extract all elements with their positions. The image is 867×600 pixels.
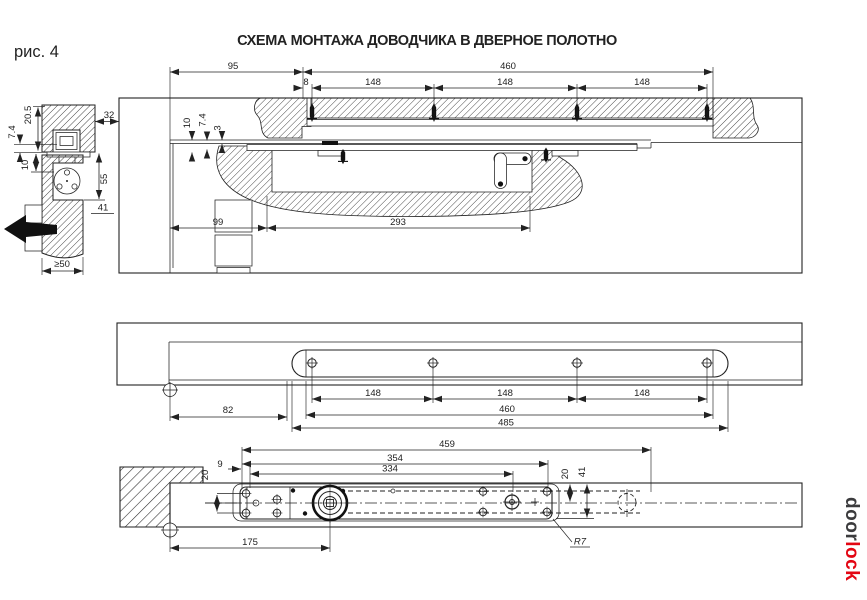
dim-9: 9 xyxy=(217,459,222,470)
rail-inner xyxy=(59,136,74,146)
section-view: 95 460 8 148 148 148 10 7.4 3 99 293 xyxy=(118,61,803,274)
leaf-plan-outline xyxy=(169,482,803,528)
frame-hatch xyxy=(254,97,759,139)
plan-extension-lines xyxy=(169,368,729,432)
dim-460: 460 xyxy=(500,61,516,72)
frame-plan-outline xyxy=(116,322,803,386)
dim-175: 175 xyxy=(242,537,258,548)
plan-dimension-lines xyxy=(170,395,728,432)
dim-460-plan: 460 xyxy=(499,404,515,415)
dim-148-p1: 148 xyxy=(365,388,381,399)
dim-20-5: 20.5 xyxy=(23,106,34,125)
dim-7-4: 7.4 xyxy=(198,113,209,126)
section-dimension-lines xyxy=(170,68,713,232)
dim-20-body-right: 20 xyxy=(560,469,571,480)
dim-99: 99 xyxy=(213,217,224,228)
dim-min-50: ≥50 xyxy=(54,259,70,270)
dim-7-4-left: 7.4 xyxy=(7,125,18,138)
dim-485: 485 xyxy=(498,418,514,429)
dim-10-left: 10 xyxy=(20,160,31,171)
dim-55: 55 xyxy=(99,174,110,185)
dim-95: 95 xyxy=(228,61,239,72)
dim-3: 3 xyxy=(213,125,224,130)
dim-293: 293 xyxy=(390,217,406,228)
closer-arm xyxy=(493,152,532,189)
rail-end-section xyxy=(55,132,78,150)
slide-rail-section xyxy=(306,119,714,127)
page-title: СХЕМА МОНТАЖА ДОВОДЧИКА В ДВЕРНОЕ ПОЛОТН… xyxy=(237,33,617,49)
dim-148-p3: 148 xyxy=(634,388,650,399)
brand-logo: doorlock xyxy=(841,497,862,581)
door-leaf-top-edge xyxy=(169,139,802,273)
dim-354: 354 xyxy=(387,453,403,464)
dim-10: 10 xyxy=(182,118,193,129)
opening-direction-arrow xyxy=(4,215,57,243)
dim-148-2: 148 xyxy=(497,77,513,88)
valve-wheel xyxy=(503,493,521,511)
left-detail-view: 20.5 7.4 10 32 55 41 ≥50 xyxy=(4,104,119,275)
plan-view: 82 148 148 148 460 485 xyxy=(116,322,803,432)
figure-label: рис. 4 xyxy=(14,43,59,61)
hinge-axis-marker xyxy=(162,382,178,398)
dim-459: 459 xyxy=(439,439,455,450)
hidden-arm-channel xyxy=(348,488,640,517)
channel-tab-right xyxy=(551,150,579,157)
mortise-pocket-outline xyxy=(232,483,560,522)
dim-334: 334 xyxy=(382,464,398,475)
dim-148-3: 148 xyxy=(634,77,650,88)
dim-148-1: 148 xyxy=(365,77,381,88)
slider-block xyxy=(322,141,338,145)
dim-20-body-left: 20 xyxy=(200,470,211,481)
body-extension-lines xyxy=(169,447,652,552)
leaf-plan-edges xyxy=(168,341,802,385)
hinge-section xyxy=(214,199,253,274)
dim-41-body: 41 xyxy=(577,467,588,478)
channel-tab-left xyxy=(317,150,345,157)
frame-corner-hatch xyxy=(119,466,204,528)
dim-8: 8 xyxy=(303,77,308,88)
closer-body-section xyxy=(53,167,81,195)
slider-channel xyxy=(246,144,638,151)
dim-82: 82 xyxy=(223,405,234,416)
hinge-axis-marker-bottom xyxy=(161,521,179,539)
slide-rail-plan xyxy=(291,349,729,378)
logo-lock: lock xyxy=(841,541,862,581)
logo-door: door xyxy=(841,497,862,541)
dim-r7: R7 xyxy=(574,537,587,548)
body-dimension-lines xyxy=(170,446,651,552)
dim-32: 32 xyxy=(104,110,115,121)
left-detail-dimension-lines xyxy=(16,107,119,275)
body-view: 459 354 334 9 20 20 41 175 R7 xyxy=(119,439,803,552)
dim-148-p2: 148 xyxy=(497,388,513,399)
dim-41: 41 xyxy=(98,203,109,214)
body-screw-holes-right xyxy=(477,485,553,518)
